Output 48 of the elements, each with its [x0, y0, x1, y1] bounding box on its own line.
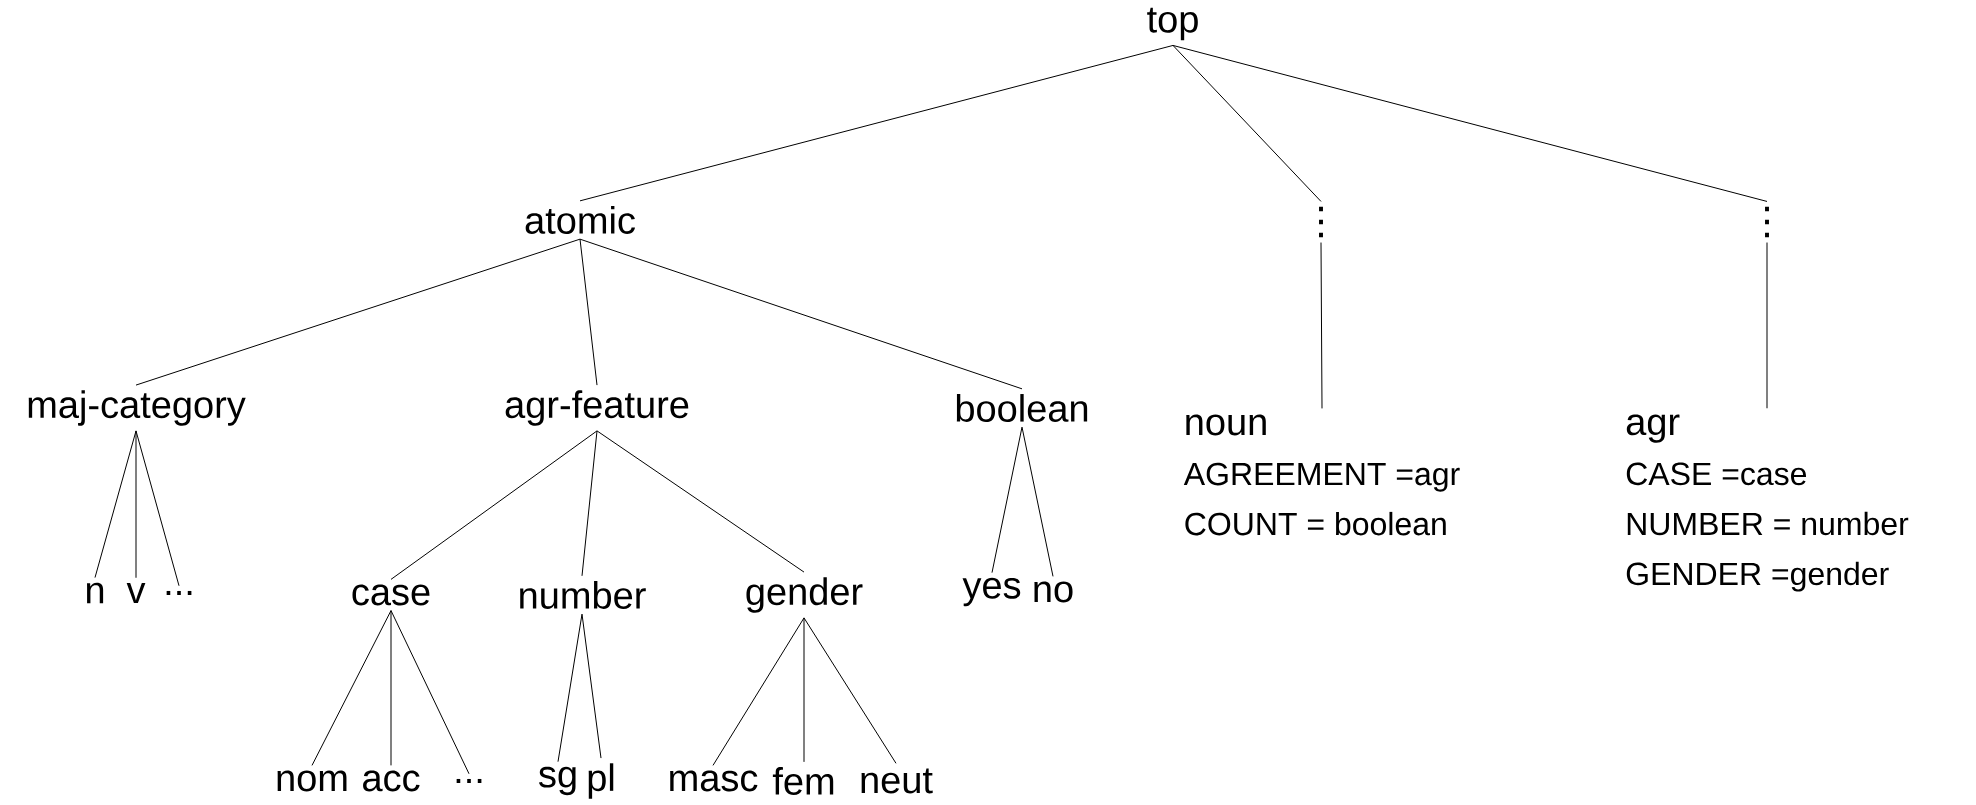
type-label: maj-category	[28, 390, 246, 426]
type-label: agr-feature	[505, 390, 689, 426]
tree-line	[390, 610, 392, 766]
tree-line	[581, 613, 602, 759]
tree-line	[1172, 44, 1768, 202]
type-label: acc	[363, 770, 420, 792]
type-label: ...	[166, 590, 192, 596]
tree-line	[135, 238, 581, 386]
tree-line	[557, 613, 583, 763]
tree-line	[712, 617, 805, 766]
type-label: ...	[456, 778, 482, 784]
type-label: nom	[277, 770, 347, 792]
feature-structure: noun AGREEMENT =agr COUNT = boolean	[1183, 414, 1460, 536]
tree-line	[579, 238, 598, 386]
type-label: top	[1147, 7, 1198, 41]
tree-line	[135, 430, 180, 587]
tree-line	[390, 430, 598, 580]
type-label: number	[520, 581, 646, 609]
type-label: ⋮	[1319, 206, 1323, 238]
type-label: neut	[861, 768, 933, 794]
type-label: masc	[670, 770, 758, 792]
tree-line	[803, 617, 897, 764]
type-label: case	[352, 584, 430, 606]
tree-line	[579, 238, 1023, 390]
tree-line	[135, 430, 137, 579]
type-label: yes	[962, 577, 1021, 607]
tree-line	[1021, 426, 1054, 577]
type-label: no	[1034, 581, 1073, 603]
tree-line	[991, 426, 1023, 574]
type-label: pl	[588, 763, 614, 799]
tree-line	[1172, 44, 1322, 202]
tree-line	[596, 430, 805, 573]
type-label: atomic	[525, 206, 635, 234]
type-label: boolean	[956, 394, 1088, 422]
tree-line	[579, 44, 1174, 202]
tree-line	[581, 430, 598, 577]
tree-line	[803, 617, 805, 763]
feature-structure: agr CASE =case NUMBER = number GENDER =gender	[1626, 414, 1909, 592]
tree-line	[1320, 242, 1323, 409]
type-label: sg	[539, 766, 576, 796]
tree-line	[390, 610, 470, 775]
type-label: n	[86, 582, 104, 604]
type-label: fem	[772, 767, 834, 795]
tree-line	[1766, 242, 1768, 409]
tree-line	[311, 610, 392, 766]
type-label: v	[126, 582, 146, 604]
type-label: ⋮	[1765, 206, 1769, 238]
type-label: gender	[746, 577, 863, 613]
